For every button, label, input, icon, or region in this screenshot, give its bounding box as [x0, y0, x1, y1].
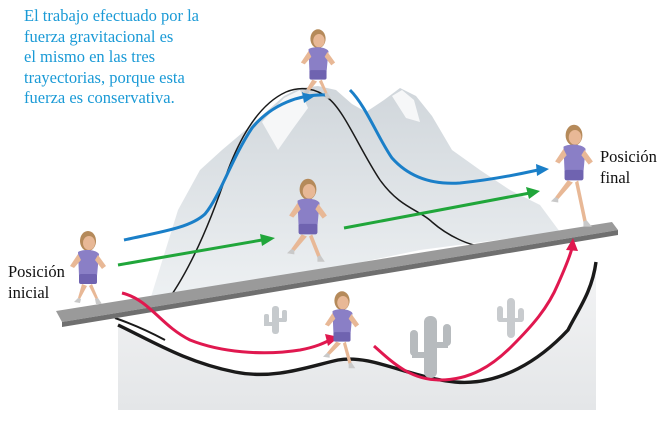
cactus-icon — [264, 306, 287, 334]
mountain-outline — [167, 87, 483, 301]
path-straight-arrowhead-2 — [526, 187, 540, 199]
label-initial-position: Posición inicial — [8, 262, 65, 303]
path-over-mountain-arrowhead-2 — [536, 164, 549, 176]
runner-valley — [323, 291, 360, 369]
path-through-valley-arrowhead-2 — [566, 238, 578, 251]
label-final-position: Posición final — [600, 147, 657, 188]
runner-final — [550, 124, 593, 227]
runner-middle — [287, 178, 327, 262]
cactus-icon — [410, 316, 451, 378]
valley-inner-line — [114, 317, 166, 341]
path-straight-arrowhead-1 — [260, 234, 275, 246]
track-edge — [62, 230, 618, 327]
caption-text: El trabajo efectuado por la fuerza gravi… — [24, 6, 294, 109]
track-top — [56, 222, 618, 322]
label-final-line-1: Posición — [600, 147, 657, 166]
caption-line: fuerza gravitacional es — [24, 26, 174, 46]
caption-line: trayectorias, porque esta — [24, 67, 185, 87]
caption-line: el mismo en las tres — [24, 47, 156, 67]
path-over-mountain — [123, 93, 327, 242]
valley-outline — [117, 261, 598, 385]
cactus-icon — [497, 298, 524, 338]
path-straight — [117, 238, 263, 267]
caption-line: El trabajo efectuado por la — [24, 6, 199, 25]
path-through-valley-end — [373, 247, 574, 382]
path-straight-end — [343, 191, 531, 230]
label-final-line-2: final — [600, 167, 631, 187]
path-over-mountain-arrowhead-1 — [302, 92, 315, 103]
caption-line: fuerza es conservativa. — [24, 88, 175, 108]
path-through-valley — [121, 291, 331, 355]
runner-initial — [70, 231, 106, 304]
label-initial-line-1: Posición — [8, 262, 65, 281]
mountain-backdrop — [150, 86, 560, 300]
runner-peak — [300, 29, 336, 99]
mountain-snow-right — [392, 90, 420, 122]
path-over-mountain-end — [348, 88, 539, 185]
label-initial-line-2: inicial — [8, 282, 50, 302]
mountain-snow-left — [262, 90, 308, 150]
